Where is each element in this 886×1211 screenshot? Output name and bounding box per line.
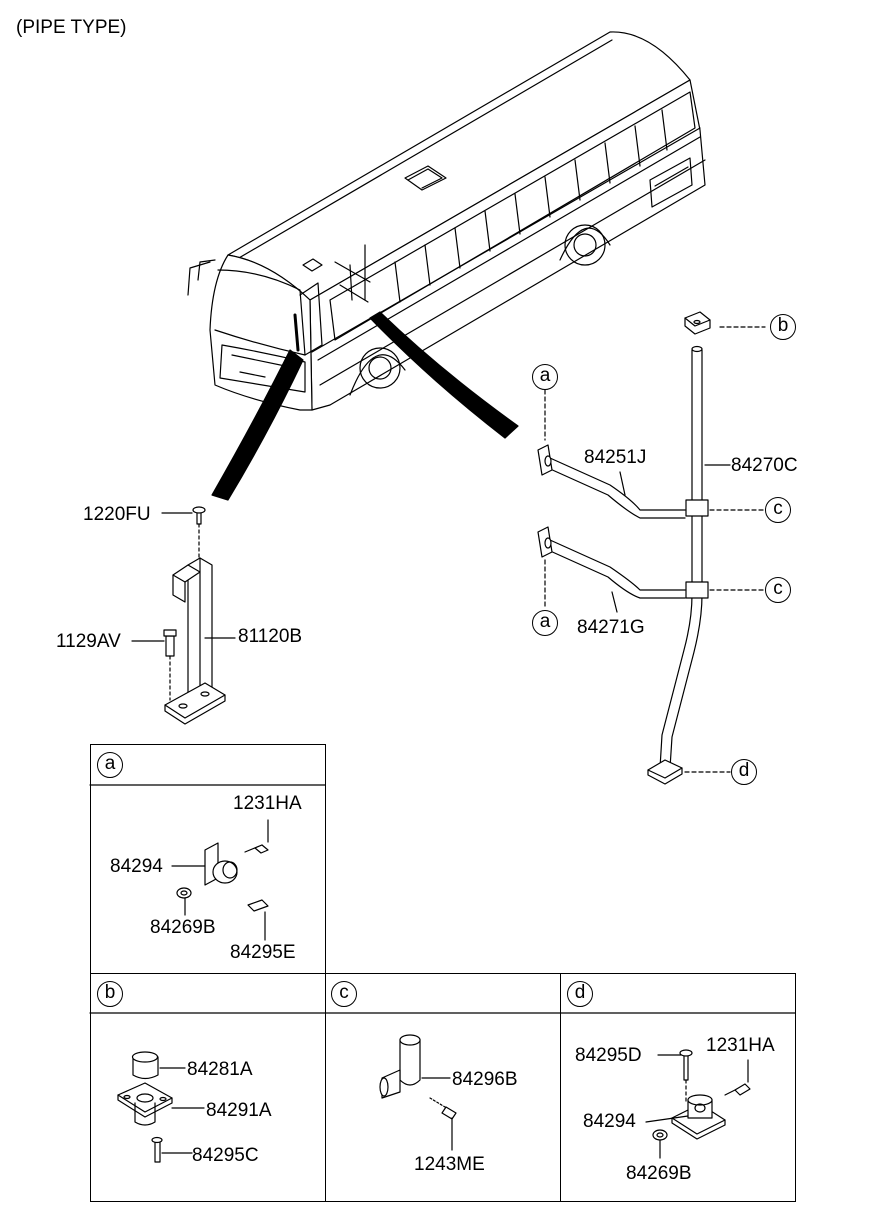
leader-wedge-left: [211, 349, 304, 501]
detail-a-label-1231ha: 1231HA: [233, 793, 302, 814]
callout-a-bottom: a: [532, 610, 558, 636]
label-84271g: 84271G: [577, 617, 645, 638]
detail-b-box: [90, 973, 326, 1202]
detail-d-box: [560, 973, 796, 1202]
detail-b-drawing: [117, 1051, 205, 1163]
detail-c-callout: c: [331, 981, 357, 1007]
detail-b-label-84291a: 84291A: [206, 1100, 272, 1121]
detail-d-label-84269b: 84269B: [626, 1163, 692, 1184]
callout-d: d: [731, 759, 757, 785]
stand-81120b: [131, 506, 236, 725]
pipe-84251j: [537, 389, 686, 519]
detail-a-label-84294: 84294: [110, 856, 163, 877]
label-84251j: 84251J: [584, 447, 647, 468]
detail-c-label-84296b: 84296B: [452, 1069, 518, 1090]
detail-b-label-84281a: 84281A: [187, 1059, 253, 1080]
detail-a-label-84269b: 84269B: [150, 917, 216, 938]
detail-a-label-84295e: 84295E: [230, 942, 296, 963]
detail-d-drawing: [645, 1049, 751, 1159]
bus-illustration: [187, 31, 706, 411]
detail-d-label-84295d: 84295D: [575, 1045, 642, 1066]
label-84270c: 84270C: [731, 455, 798, 476]
detail-a-drawing: [171, 819, 269, 941]
callout-b: b: [770, 314, 796, 340]
detail-a-callout: a: [97, 752, 123, 778]
label-1220fu: 1220FU: [83, 504, 151, 525]
callout-c-lower: c: [765, 577, 791, 603]
callout-a-top: a: [532, 364, 558, 390]
detail-b-label-84295c: 84295C: [192, 1145, 259, 1166]
callout-c-upper: c: [765, 497, 791, 523]
leader-wedge-right: [369, 311, 519, 439]
pipe-84270c: [647, 311, 766, 785]
detail-d-label-1231ha: 1231HA: [706, 1035, 775, 1056]
detail-c-drawing: [379, 1034, 457, 1151]
label-1129av: 1129AV: [56, 631, 121, 652]
pipe-84271g: [537, 526, 686, 613]
detail-b-callout: b: [97, 981, 123, 1007]
detail-c-label-1243me: 1243ME: [414, 1154, 485, 1175]
detail-d-callout: d: [567, 981, 593, 1007]
page-title: (PIPE TYPE): [16, 17, 127, 38]
detail-d-label-84294: 84294: [583, 1111, 636, 1132]
label-81120b: 81120B: [238, 626, 303, 647]
